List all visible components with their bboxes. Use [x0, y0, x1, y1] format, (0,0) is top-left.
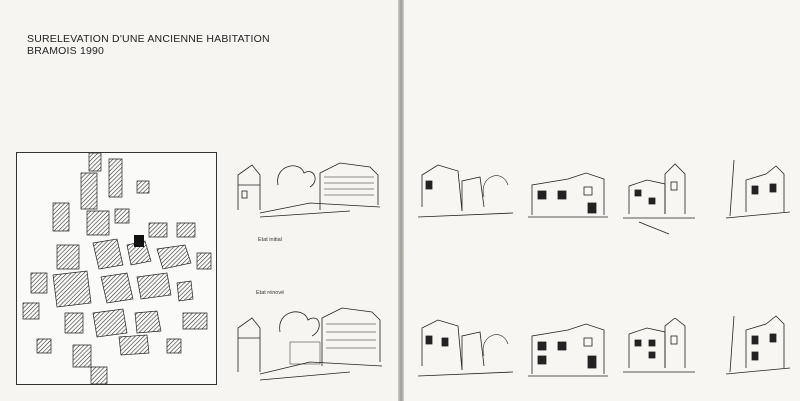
left-page: SURELEVATION D'UNE ANCIENNE HABITATION B…: [0, 0, 398, 401]
sketch-view-3-before: [619, 158, 699, 238]
heading-title: SURELEVATION D'UNE ANCIENNE HABITATION: [27, 33, 270, 45]
sketch-view-4-before: [726, 156, 790, 220]
caption-renovated: Etat rénové: [256, 290, 285, 296]
page-heading: SURELEVATION D'UNE ANCIENNE HABITATION B…: [27, 33, 270, 57]
book-gutter: [398, 0, 404, 401]
sketch-view-4-after: [726, 312, 790, 376]
heading-subtitle: BRAMOIS 1990: [27, 45, 105, 57]
sketch-initial-state: [230, 155, 385, 220]
sketch-view-1-before: [418, 157, 513, 223]
sketch-view-2-before: [528, 163, 608, 221]
sketch-renovated-state: [230, 302, 385, 382]
sketch-view-2-after: [528, 320, 608, 380]
right-page: [404, 0, 800, 401]
site-plan-map: [16, 152, 217, 385]
caption-initial: Etat initial: [258, 237, 282, 243]
sketch-view-1-after: [418, 316, 513, 382]
sketch-view-3-after: [619, 318, 699, 378]
highlighted-building: [134, 235, 144, 247]
